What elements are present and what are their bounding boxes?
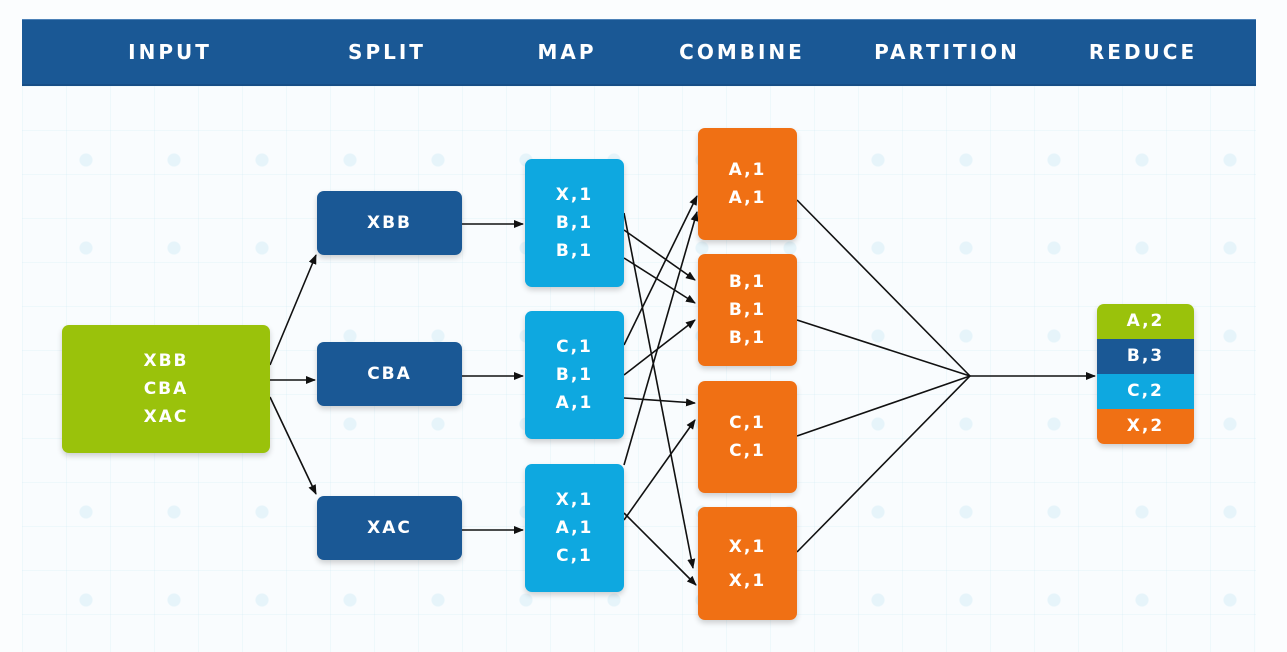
stage-label-reduce: REDUCE xyxy=(1088,40,1198,64)
combine-pair: X,1 xyxy=(728,536,767,557)
combine-box-c: C,1 C,1 xyxy=(698,381,797,493)
combine-pair: C,1 xyxy=(729,441,766,461)
reduce-row-c: C,2 xyxy=(1097,374,1194,409)
map-pair: X,1 xyxy=(555,490,594,510)
split-label: XBB xyxy=(366,213,413,233)
combine-pair: B,1 xyxy=(728,328,767,348)
background-pattern xyxy=(22,86,1256,652)
split-label: CBA xyxy=(367,364,412,384)
line-combine-a-to-partition xyxy=(796,199,971,377)
line-combine-b-to-partition xyxy=(796,319,971,377)
combine-box-x: X,1 X,1 xyxy=(698,507,797,620)
split-label: XAC xyxy=(367,518,412,538)
combine-pair: A,1 xyxy=(728,160,767,180)
arrow-map1-b-to-combine-b xyxy=(623,229,696,281)
map-pair: A,1 xyxy=(555,393,594,413)
input-line: XBB xyxy=(143,351,189,371)
input-box: XBB CBA XAC xyxy=(62,325,270,453)
arrow-map1-b2-to-combine-b xyxy=(623,257,696,304)
input-line: CBA xyxy=(143,379,189,399)
line-combine-x-to-partition xyxy=(796,375,971,553)
combine-pair: A,1 xyxy=(728,188,767,208)
arrow-map2-c-to-combine-c xyxy=(623,397,696,407)
split-box-1: XBB xyxy=(317,191,462,255)
map-box-1: X,1 B,1 B,1 xyxy=(525,159,624,287)
input-line: XAC xyxy=(143,407,189,427)
reduce-row-a: A,2 xyxy=(1097,304,1194,339)
stage-label-map: MAP xyxy=(537,40,597,64)
map-pair: B,1 xyxy=(555,213,594,233)
combine-pair: X,1 xyxy=(728,570,767,591)
arrow-map3-a-to-combine-a xyxy=(623,211,699,466)
map-pair: C,1 xyxy=(556,337,593,357)
stage-label-combine: COMBINE xyxy=(679,40,805,64)
combine-box-a: A,1 A,1 xyxy=(698,128,797,240)
combine-pair: B,1 xyxy=(728,300,767,320)
stage-label-split: SPLIT xyxy=(348,40,426,64)
stage-label-partition: PARTITION xyxy=(874,40,1020,64)
reduce-row-b: B,3 xyxy=(1097,339,1194,374)
map-pair: B,1 xyxy=(555,365,594,385)
arrow-map3-x-to-combine-x xyxy=(623,512,697,586)
split-box-3: XAC xyxy=(317,496,462,560)
map-box-3: X,1 A,1 C,1 xyxy=(525,464,624,592)
combine-box-b: B,1 B,1 B,1 xyxy=(698,254,797,366)
line-combine-c-to-partition xyxy=(796,375,971,437)
map-pair: X,1 xyxy=(555,185,594,205)
stage-label-input: INPUT xyxy=(128,40,212,64)
arrow-map3-c-to-combine-c xyxy=(623,419,696,521)
arrow-input-to-split-1 xyxy=(269,254,317,366)
split-box-2: CBA xyxy=(317,342,462,406)
combine-pair: B,1 xyxy=(728,272,767,292)
arrow-input-to-split-3 xyxy=(269,396,317,495)
stage-header-bar: INPUT SPLIT MAP COMBINE PARTITION REDUCE xyxy=(22,19,1256,86)
map-pair: B,1 xyxy=(555,241,594,261)
map-pair: A,1 xyxy=(555,518,594,538)
arrow-map1-x-to-combine-x xyxy=(623,212,696,569)
arrow-map2-b-to-combine-b xyxy=(623,319,696,376)
map-box-2: C,1 B,1 A,1 xyxy=(525,311,624,439)
arrow-map2-a-to-combine-a xyxy=(623,195,698,346)
combine-pair: C,1 xyxy=(729,413,766,433)
map-pair: C,1 xyxy=(556,546,593,566)
reduce-row-x: X,2 xyxy=(1097,409,1194,444)
reduce-result-box: A,2 B,3 C,2 X,2 xyxy=(1097,304,1194,444)
